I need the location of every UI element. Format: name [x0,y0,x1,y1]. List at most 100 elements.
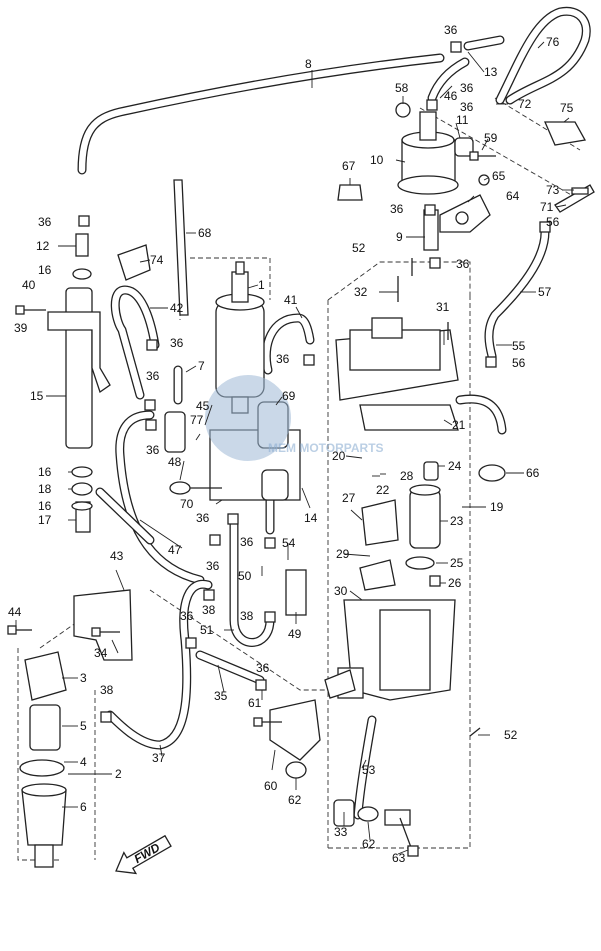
callout-36l: 36 [240,535,254,549]
callout-36g: 36 [146,443,160,457]
callout-63: 63 [392,851,406,865]
callout-68: 68 [198,226,212,240]
callout-4: 4 [80,755,87,769]
callout-16c: 16 [38,499,52,513]
callout-64: 64 [506,189,520,203]
callout-70: 70 [180,497,194,511]
callout-8: 8 [305,57,312,71]
callout-labels: 1 2 3 4 5 6 7 8 9 10 11 12 13 14 15 16 1… [8,23,574,865]
watermark-text: MEM MOTORPARTS [268,441,384,455]
callout-62b: 62 [362,837,376,851]
callout-74: 74 [150,253,164,267]
fuel-filter-assembly [19,589,133,868]
callout-9: 9 [396,230,403,244]
callout-36j: 36 [456,257,470,271]
callout-49: 49 [288,627,302,641]
callout-31: 31 [436,300,450,314]
callout-20: 20 [332,449,346,463]
callout-19: 19 [490,500,504,514]
callout-14: 14 [304,511,318,525]
callout-25: 25 [450,556,464,570]
callout-11: 11 [456,113,469,127]
callout-26: 26 [448,576,462,590]
callout-1: 1 [258,278,265,292]
leader-lines [15,41,574,855]
callout-30: 30 [334,584,348,598]
callout-36k: 36 [196,511,210,525]
callout-52b: 52 [504,728,518,742]
vapor-separator-assembly [335,317,506,701]
callout-38c: 38 [240,609,254,623]
callout-21: 21 [452,418,466,432]
callout-37: 37 [152,751,166,765]
callout-22: 22 [376,483,390,497]
callout-36o: 36 [256,661,270,675]
callout-50: 50 [238,569,252,583]
callout-39: 39 [14,321,28,335]
watermark-logo: MEM MOTORPARTS [205,375,384,461]
callout-12: 12 [36,239,50,253]
callout-2: 2 [115,767,122,781]
callout-44: 44 [8,605,22,619]
callout-71: 71 [540,200,554,214]
callout-18: 18 [38,482,52,496]
callout-3: 3 [80,671,87,685]
callout-36f: 36 [146,369,160,383]
callout-27: 27 [342,491,356,505]
callout-36b: 36 [460,81,474,95]
callout-16a: 16 [38,263,52,277]
callout-54: 54 [282,536,296,550]
callout-13: 13 [484,65,498,79]
callout-17: 17 [38,513,52,527]
callout-69: 69 [282,389,296,403]
callout-34: 34 [94,646,108,660]
callout-42: 42 [170,301,184,315]
callout-36a: 36 [444,23,458,37]
callout-36m: 36 [206,559,220,573]
callout-77: 77 [190,413,204,427]
callout-33: 33 [334,825,348,839]
callout-36n: 36 [180,609,194,623]
callout-43: 43 [110,549,124,563]
callout-53: 53 [362,763,376,777]
callout-57: 57 [538,285,552,299]
callout-66: 66 [526,466,540,480]
callout-41: 41 [284,293,298,307]
callout-58: 58 [395,81,409,95]
callout-6: 6 [80,800,87,814]
callout-59: 59 [484,131,498,145]
callout-73: 73 [546,183,560,197]
callout-36e: 36 [170,336,184,350]
callout-60: 60 [264,779,278,793]
callout-56a: 56 [512,356,526,370]
bolts [7,151,496,857]
callout-29: 29 [336,547,350,561]
callout-28: 28 [400,469,414,483]
callout-38a: 38 [100,683,114,697]
callout-75: 75 [560,101,574,115]
hoses [77,6,591,820]
callout-46: 46 [444,89,458,103]
callout-55: 55 [512,339,526,353]
callout-65: 65 [492,169,506,183]
fwd-arrow: FWD [115,834,172,875]
callout-32: 32 [354,285,368,299]
callout-52a: 52 [352,241,366,255]
callout-36d: 36 [38,215,52,229]
callout-24: 24 [448,459,462,473]
callout-56b: 56 [546,215,560,229]
callout-47: 47 [168,543,182,557]
small-clips [78,41,551,723]
callout-36h: 36 [276,352,290,366]
callout-45: 45 [196,399,210,413]
callout-7: 7 [198,359,205,373]
callout-36c: 36 [460,100,474,114]
left-bracket-assembly [47,179,307,616]
callout-40: 40 [22,278,36,292]
callout-15: 15 [30,389,44,403]
callout-67: 67 [342,159,356,173]
callout-62a: 62 [288,793,302,807]
fuel-filter-10 [397,111,474,195]
callout-35: 35 [214,689,228,703]
callout-16b: 16 [38,465,52,479]
